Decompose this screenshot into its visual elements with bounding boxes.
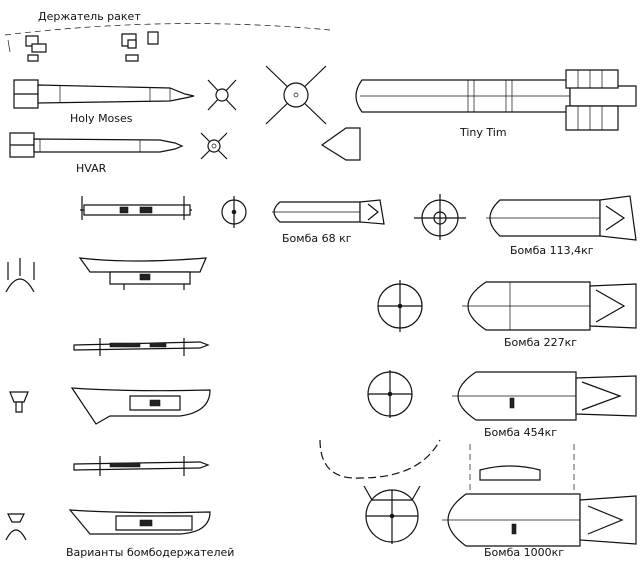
bomb-113kg-label: Бомба 113,4кг bbox=[510, 244, 594, 257]
holy-moses-rocket-drawing bbox=[14, 80, 194, 108]
bomb-holder-2-drawing bbox=[80, 258, 206, 290]
bomb-1000kg-front-view bbox=[320, 440, 440, 544]
bomb-113kg-side-view bbox=[486, 196, 636, 240]
tiny-tim-side-view bbox=[356, 70, 636, 130]
tiny-tim-nose-drawing bbox=[322, 128, 360, 160]
bomb-holder-side-b bbox=[10, 392, 28, 412]
bomb-454kg-side-view bbox=[452, 372, 636, 420]
bomb-1000kg-side-view bbox=[442, 444, 636, 546]
bomb-68kg-label: Бомба 68 кг bbox=[282, 232, 352, 245]
bomb-227kg-side-view bbox=[462, 282, 636, 330]
hvar-label: HVAR bbox=[76, 162, 107, 175]
bomb-holder-5-drawing bbox=[74, 456, 208, 476]
holy-moses-front-view bbox=[208, 80, 236, 110]
holder-variants-label: Варианты бомбодержателей bbox=[66, 546, 235, 559]
tiny-tim-label: Tiny Tim bbox=[460, 126, 507, 139]
bomb-holder-3-drawing bbox=[74, 338, 208, 356]
hvar-front-view bbox=[201, 133, 227, 159]
bomb-227kg-label: Бомба 227кг bbox=[504, 336, 578, 349]
tiny-tim-front-view bbox=[266, 66, 326, 124]
bomb-227kg-front-view bbox=[378, 280, 422, 332]
bomb-1000kg-label: Бомба 1000кг bbox=[484, 546, 565, 559]
bomb-68kg-side-view bbox=[272, 200, 384, 224]
bomb-68kg-front-view bbox=[222, 196, 246, 228]
hvar-rocket-drawing bbox=[10, 133, 182, 157]
bomb-113kg-front-view bbox=[414, 194, 466, 240]
bomb-holder-4-drawing bbox=[72, 388, 210, 424]
bomb-holder-side-c bbox=[6, 514, 26, 540]
bomb-454kg-front-view bbox=[368, 370, 412, 418]
rocket-holder-drawing bbox=[5, 24, 330, 61]
bomb-454kg-label: Бомба 454кг bbox=[484, 426, 558, 439]
bomb-holder-1-drawing bbox=[80, 196, 192, 220]
bomb-holder-6-drawing bbox=[70, 510, 210, 534]
rocket-holder-label: Держатель ракет bbox=[38, 10, 141, 23]
holy-moses-label: Holy Moses bbox=[70, 112, 133, 125]
bomb-holder-side-a bbox=[6, 258, 34, 292]
